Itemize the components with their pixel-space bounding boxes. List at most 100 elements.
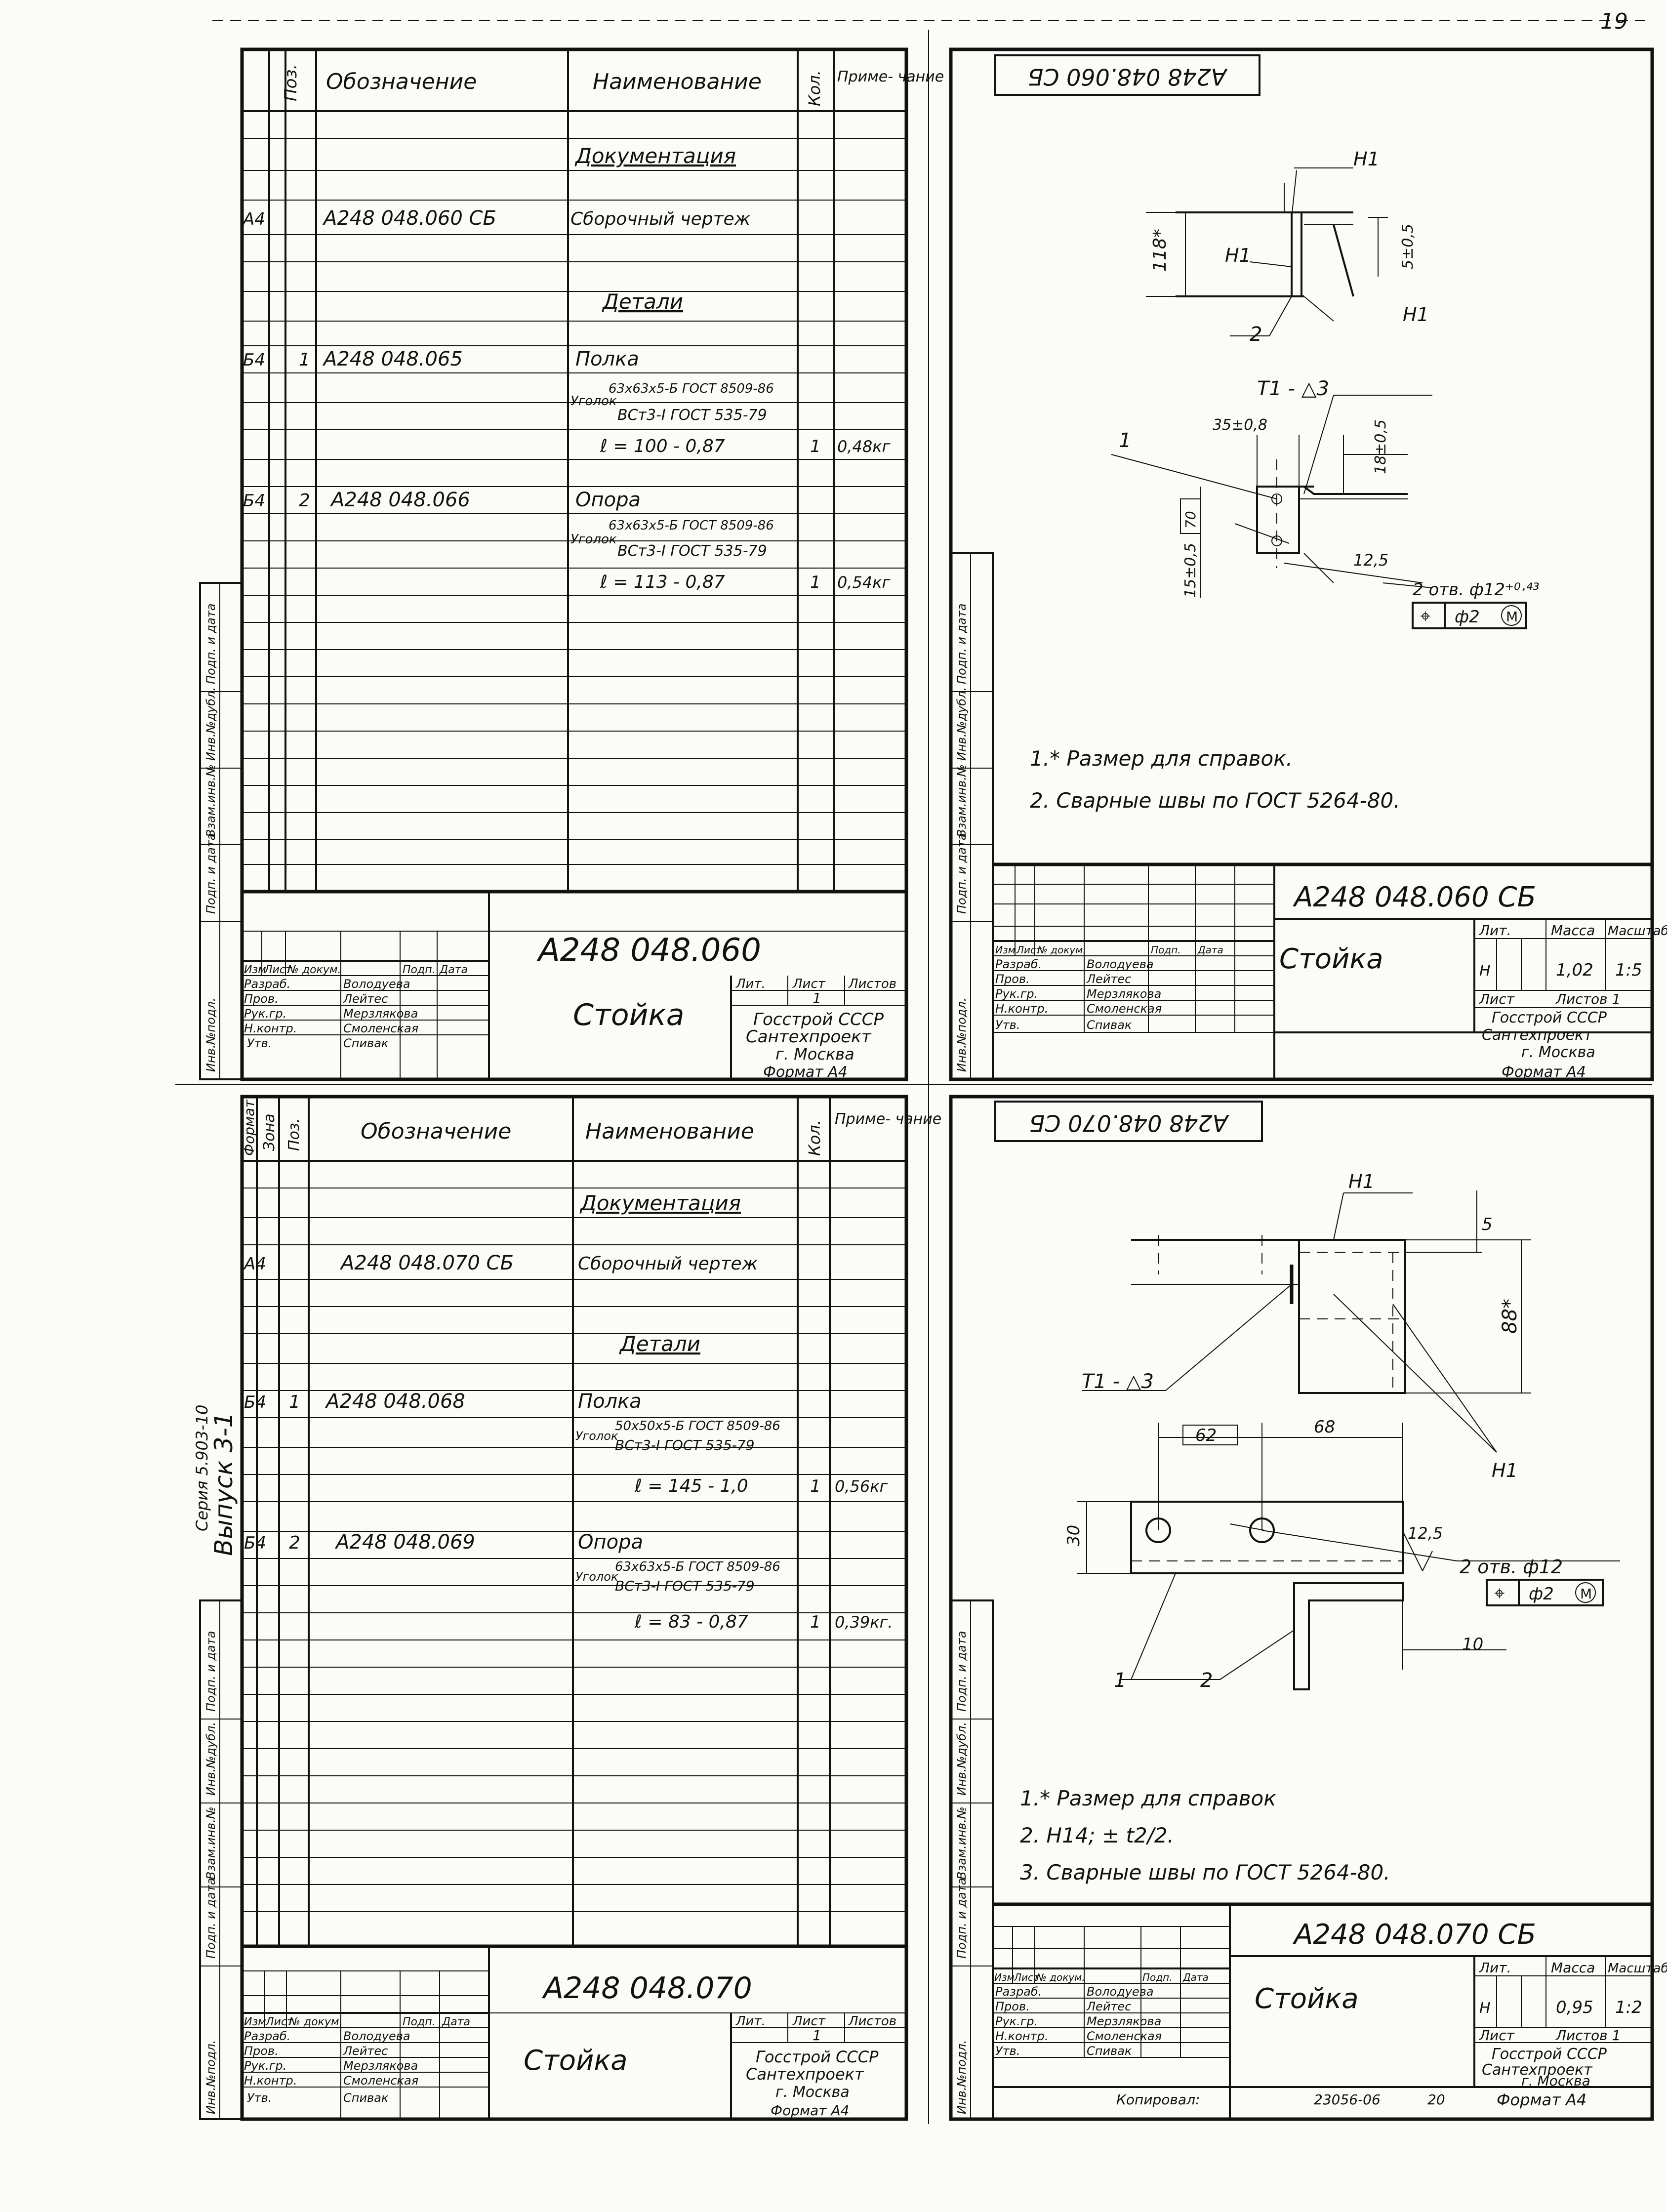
- drawing1-mass-value: 1,02: [1556, 960, 1593, 980]
- drawing1-title-name: Стойка: [1279, 943, 1383, 975]
- spec2-side-label-2: Взам.инв.№: [204, 1806, 218, 1880]
- spec1-part1-designation: А248 048.065: [322, 348, 463, 370]
- drawing2-dim-10: 10: [1462, 1635, 1483, 1654]
- drawing2-tol-value: ф2: [1529, 1584, 1554, 1604]
- drawing1-side-label-1: Подп. и дата: [955, 833, 969, 914]
- spec2-label-sign: Подп.: [403, 2016, 436, 2028]
- spec1-part1-name: Полка: [575, 348, 639, 370]
- drawing2-stamp-box: [994, 1101, 1263, 1142]
- spec2-label-date: Дата: [442, 2016, 470, 2028]
- drawing1-frame: [949, 47, 1654, 1081]
- spec1-side-label-3: Инв.№дубл.: [204, 687, 218, 761]
- drawing2-label-scale: Масштаб: [1608, 1961, 1667, 1976]
- drawing1-label-prov: Пров.: [995, 972, 1030, 986]
- drawing2-label-list: Лист: [1014, 1971, 1040, 1983]
- spec1-person-1: Лейтес: [343, 992, 388, 1006]
- spec1-note-header: Приме- чание: [837, 68, 944, 85]
- drawing2-title-name: Стойка: [1255, 1983, 1359, 2015]
- drawing2-pos1: 1: [1114, 1669, 1126, 1692]
- drawing2-weld-right: Н1: [1492, 1460, 1518, 1481]
- drawing1-label-sign: Подп.: [1151, 944, 1181, 956]
- drawing2-lit: Н: [1479, 2000, 1491, 2017]
- drawing1-label-scale: Масштаб: [1608, 924, 1667, 939]
- spec2-side-strip: [199, 1599, 243, 2120]
- spec1-label-date: Дата: [439, 964, 468, 976]
- drawing2-person-2: Мерзлякова: [1087, 2014, 1161, 2028]
- spec2-part1-qty: 1: [810, 1476, 821, 1496]
- spec1-part2-designation: А248 048.066: [329, 489, 470, 511]
- spec1-label-izm: Изм: [244, 964, 266, 976]
- spec1-doc-format: А4: [242, 209, 265, 229]
- drawing2-tol-m: M: [1580, 1586, 1592, 1602]
- drawing2-note-1: 1.* Размер для справок: [1020, 1786, 1276, 1810]
- spec2-label-izm: Изм: [244, 2016, 266, 2028]
- drawing2-dim-30: 30: [1064, 1525, 1084, 1546]
- spec1-org-1: Сантехпроект: [746, 1027, 872, 1047]
- spec1-part2-format: Б4: [243, 491, 265, 511]
- drawing1-org-2: г. Москва: [1521, 1044, 1595, 1061]
- spec2-part2-qty: 1: [810, 1612, 821, 1632]
- drawing2-org-0: Госстрой СССР: [1492, 2046, 1607, 2063]
- drawing1-weld-symbol: Т1 - △3: [1257, 377, 1329, 400]
- drawing1-side-strip: [950, 552, 994, 1080]
- spec2-part1-material: ВСт3-I ГОСТ 535-79: [615, 1437, 755, 1453]
- spec2-qty-header: Кол.: [805, 1120, 824, 1156]
- spec1-part1-qty: 1: [810, 437, 821, 456]
- spec1-part2-profile: Уголок: [570, 532, 617, 547]
- spec1-part1-profile: Уголок: [570, 394, 617, 409]
- drawing2-dim-5: 5: [1482, 1215, 1493, 1234]
- spec2-sheet-number: 1: [813, 2027, 821, 2044]
- drawing2-format-label: Формат А4: [1497, 2090, 1586, 2109]
- spec2-format-header: Формат: [241, 1100, 257, 1156]
- spec1-part2-qty: 1: [810, 573, 821, 592]
- drawing2-org-1: Сантехпроект: [1482, 2061, 1593, 2079]
- drawing1-dim-35: 35±0,8: [1213, 416, 1267, 434]
- page-number: 19: [1600, 9, 1628, 34]
- drawing2-person-3: Смоленская: [1087, 2029, 1162, 2043]
- spec1-person-2: Мерзлякова: [343, 1007, 418, 1021]
- drawing1-weld-top: Н1: [1353, 148, 1380, 170]
- drawing2-position-icon: ⌖: [1494, 1582, 1504, 1604]
- spec2-part2-profile-spec: 63х63х5-Б ГОСТ 8509-86: [615, 1559, 780, 1574]
- spec1-label-rukgr: Рук.гр.: [244, 1007, 286, 1021]
- spec2-zone-header: Зона: [261, 1113, 278, 1151]
- drawing1-tol-value: ф2: [1455, 607, 1480, 627]
- drawing1-weld-right: Н1: [1403, 304, 1429, 326]
- drawing2-side-label-0: Инв.№подл.: [955, 2040, 969, 2114]
- spec1-designation-header: Обозначение: [326, 69, 477, 94]
- spec2-doc-section: Документация: [579, 1191, 741, 1215]
- spec2-part1-name: Полка: [578, 1390, 642, 1413]
- drawing1-position-icon: ⌖: [1420, 605, 1430, 627]
- drawing2-side-label-3: Инв.№дубл.: [955, 1722, 969, 1796]
- spec2-part1-profile-spec: 50х50х5-Б ГОСТ 8509-86: [615, 1419, 780, 1434]
- spec2-label-razrab: Разраб.: [244, 2029, 290, 2043]
- drawing1-label-date: Дата: [1197, 944, 1223, 956]
- spec2-name-header: Наименование: [585, 1119, 754, 1144]
- drawing1-label-utv: Утв.: [995, 1018, 1020, 1032]
- spec2-parts-section: Детали: [619, 1332, 700, 1356]
- spec2-side-label-3: Инв.№дубл.: [204, 1722, 218, 1796]
- spec2-part2-pos: 2: [289, 1533, 300, 1553]
- drawing2-label-izm: Изм: [994, 1971, 1015, 1983]
- spec1-part2-pos: 2: [299, 491, 310, 511]
- drawing1-person-2: Мерзлякова: [1087, 987, 1161, 1001]
- drawing1-person-0: Володуева: [1087, 957, 1154, 971]
- drawing2-tolerance-frame: [1486, 1579, 1604, 1606]
- spec1-row-lines: [242, 138, 906, 865]
- drawing2-note-2: 2. Н14; ± t2/2.: [1020, 1823, 1174, 1847]
- drawing2-note-3: 3. Сварные швы по ГОСТ 5264-80.: [1020, 1860, 1390, 1884]
- spec2-org-2: г. Москва: [775, 2084, 850, 2101]
- spec1-part1-material: ВСт3-I ГОСТ 535-79: [617, 407, 767, 424]
- spec1-part2-material: ВСт3-I ГОСТ 535-79: [617, 542, 767, 560]
- spec1-parts-section: Детали: [602, 289, 683, 314]
- spec2-org-0: Госстрой СССР: [756, 2048, 879, 2066]
- sheet-number: 20: [1427, 2091, 1445, 2108]
- spec2-side-label-4: Подп. и дата: [204, 1631, 218, 1712]
- spec1-label-list: Лист: [264, 964, 292, 976]
- drawing1-label-mass: Масса: [1551, 922, 1595, 939]
- drawing2-lower-view: [1077, 1423, 1620, 1690]
- drawing1-label-razrab: Разраб.: [995, 957, 1042, 971]
- drawing2-label-lit: Лит.: [1479, 1960, 1511, 1976]
- spec1-frame: [240, 47, 908, 1081]
